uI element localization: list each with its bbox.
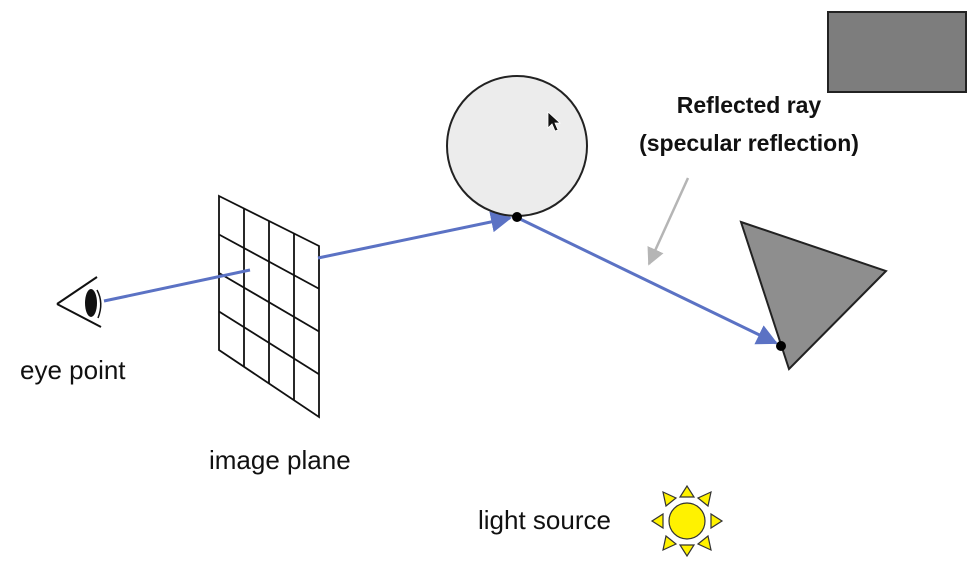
sun-icon [650, 484, 724, 558]
sphere-hit-point [512, 212, 522, 222]
image-plane-grid [218, 194, 320, 419]
eye-ray [103, 268, 251, 303]
image-plane-label: image plane [209, 445, 351, 475]
triangle [739, 220, 888, 371]
triangle-hit-point [776, 341, 786, 351]
eye-icon [56, 276, 102, 328]
primary-ray [317, 211, 513, 260]
reflected-ray-subtitle: (specular reflection) [639, 130, 859, 156]
light-source-label: light source [478, 505, 611, 535]
reflected-ray-title: Reflected ray [676, 92, 822, 118]
eye-point-label: eye point [20, 355, 126, 385]
mouse-cursor-icon [547, 111, 562, 132]
reflected-ray [517, 216, 778, 345]
gray-rectangle [827, 11, 967, 93]
sphere [446, 75, 588, 217]
label-pointer-arrow [647, 177, 690, 266]
reflected-ray-label: Reflected ray (specular reflection) [618, 86, 880, 162]
